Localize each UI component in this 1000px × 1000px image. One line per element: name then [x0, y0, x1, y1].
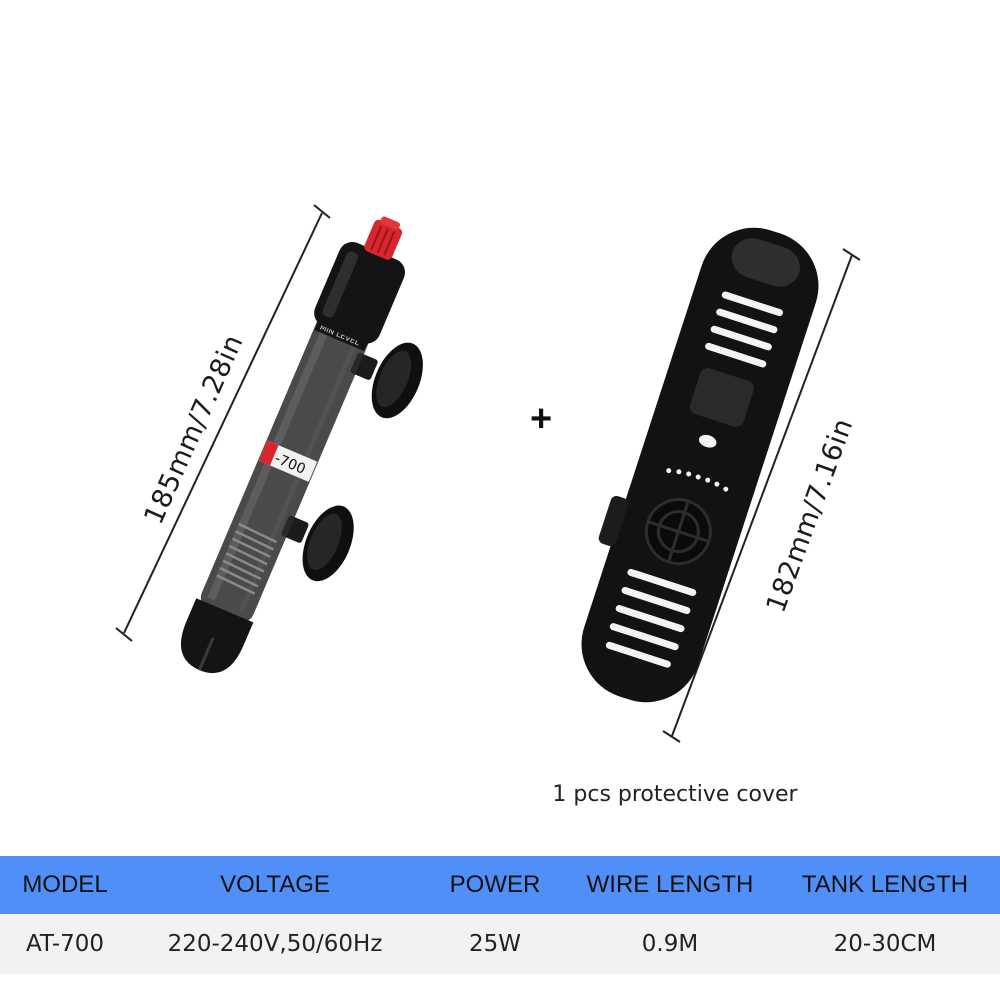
- value-power: 25W: [420, 914, 570, 974]
- header-wire-length: WIRE LENGTH: [570, 856, 770, 914]
- cover-caption: 1 pcs protective cover: [552, 782, 798, 807]
- protective-cover: [581, 227, 819, 703]
- heater-dimension-line: [115, 204, 331, 642]
- value-tank-length: 20-30CM: [770, 914, 1000, 974]
- product-image: -700 MIN LEVEL: [115, 204, 861, 807]
- value-wire-length: 0.9M: [570, 914, 770, 974]
- spec-value-row: AT-700 220-240V,50/60Hz 25W 0.9M 20-30CM: [0, 914, 1000, 974]
- suction-cup-lower: [281, 505, 354, 582]
- suction-cup-upper: [350, 342, 423, 419]
- value-voltage: 220-240V,50/60Hz: [130, 914, 420, 974]
- product-illustration: -700 MIN LEVEL: [115, 204, 861, 743]
- header-voltage: VOLTAGE: [130, 856, 420, 914]
- plus-sign: +: [530, 398, 553, 440]
- heater-device: -700 MIN LEVEL: [180, 216, 423, 674]
- heating-coil: [216, 522, 278, 595]
- grille: [644, 498, 712, 566]
- value-model: AT-700: [0, 914, 130, 974]
- cover-dimension-line: [662, 248, 861, 743]
- header-model: MODEL: [0, 856, 130, 914]
- header-tank-length: TANK LENGTH: [770, 856, 1000, 914]
- temperature-knob: [364, 216, 403, 260]
- spec-header-row: MODEL VOLTAGE POWER WIRE LENGTH TANK LEN…: [0, 856, 1000, 914]
- spec-table: MODEL VOLTAGE POWER WIRE LENGTH TANK LEN…: [0, 856, 1000, 974]
- header-power: POWER: [420, 856, 570, 914]
